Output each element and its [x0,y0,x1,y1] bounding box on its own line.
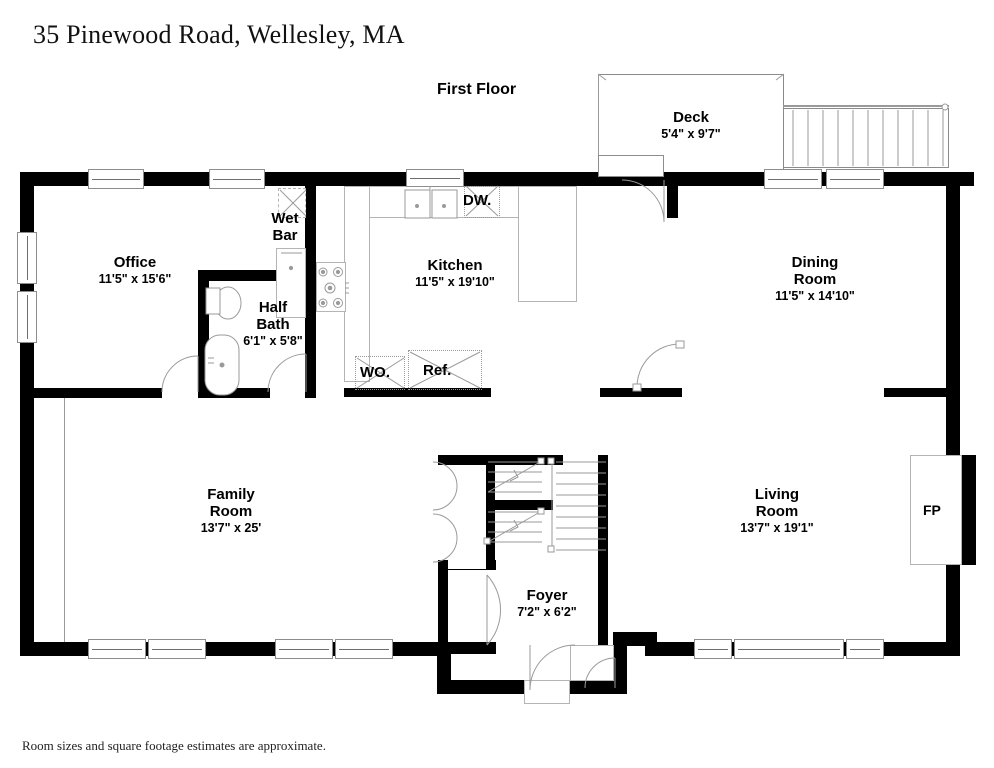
window-dining-north-2 [826,169,884,189]
wetbar-counter [276,248,306,318]
interior-wall-office-east [305,186,316,398]
room-label-foyer: Foyer 7'2" x 6'2" [487,587,607,619]
door-dining-exterior-leaf [598,155,664,177]
interior-wall-stair-north [438,455,563,465]
interior-wall-stair-east [598,455,608,567]
half-bath-name-line1: Half [258,299,288,316]
wet-bar-name-line2: Bar [272,226,298,244]
living-name-line1: Living [754,486,800,503]
interior-wall-closet-south [438,642,496,654]
interior-wall-wetbar-east [305,186,316,272]
room-label-dining: Dining Room 11'5" x 14'10" [727,254,903,303]
interior-wall-dining-south-right [884,388,960,397]
exterior-wall-right-lower [946,558,960,656]
dining-dimensions: 11'5" x 14'10" [775,288,855,303]
foyer-entry-niche [524,680,570,704]
floor-label: First Floor [437,81,517,98]
exterior-wall-fireplace-bumpout-right [962,455,976,565]
office-dimensions: 11'5" x 15'6" [98,271,172,286]
deck-edge-left [598,74,599,180]
window-office-west-2 [17,291,37,343]
window-living-south-1 [694,639,732,659]
interior-wall-halfbath-south [198,388,270,398]
deck-dimensions: 5'4" x 9'7" [661,126,721,141]
foyer-name: Foyer [526,587,568,604]
kitchen-name: Kitchen [427,257,483,274]
family-dimensions: 13'7" x 25' [200,520,262,535]
window-living-south-3 [846,639,884,659]
deck-rail-top [783,105,949,107]
half-bath-dimensions: 6'1" x 5'8" [243,333,303,348]
window-kitchen-north [406,169,464,187]
interior-wall-kitchen-dining [667,186,678,218]
deck-stair-outline [783,108,949,168]
fireplace-box [910,455,962,565]
dining-name-line1: Dining [791,254,839,271]
refrigerator-footprint [408,350,482,390]
family-name-line1: Family [207,486,255,503]
dining-name-line2: Room [793,270,837,288]
kitchen-dimensions: 11'5" x 19'10" [415,274,495,289]
deck-name: Deck [673,109,709,126]
interior-wall-stair-mid [495,500,553,510]
room-label-office: Office 11'5" x 15'6" [52,254,218,286]
interior-wall-halfbath-west [198,270,209,398]
exterior-wall-right-upper [946,172,960,462]
window-living-south-2 [734,639,844,659]
interior-wall-kitchen-south [344,388,491,397]
kitchen-counter-west [344,186,370,382]
foyer-side-closet [570,645,614,681]
window-office-north-2 [209,169,265,189]
page-title: 35 Pinewood Road, Wellesley, MA [33,20,405,49]
interior-wall-halfbath-north [198,270,308,281]
window-family-south-3 [275,639,333,659]
room-label-family: Family Room 13'7" x 25' [152,486,310,535]
living-dimensions: 13'7" x 19'1" [740,520,814,535]
interior-wall-foyer-east [598,560,608,652]
wet-bar-name-line1: Wet [271,210,299,227]
tag-dishwasher: DW. [463,192,492,209]
wall-oven-footprint [355,356,405,390]
tag-wall-oven: WO. [360,364,390,381]
room-label-wet-bar: Wet Bar [249,210,321,245]
tag-fireplace: FP [923,502,941,518]
window-office-north-1 [88,169,144,189]
living-name-line2: Room [755,502,799,520]
exterior-wall-foyer-right [613,632,627,694]
room-label-living: Living Room 13'7" x 19'1" [698,486,856,535]
exterior-wall-top-left [20,172,618,186]
foyer-dimensions: 7'2" x 6'2" [517,604,577,619]
window-family-south-2 [148,639,206,659]
office-name: Office [113,254,157,271]
room-label-half-bath: Half Bath 6'1" x 5'8" [218,299,328,348]
interior-wall-dining-south-left [600,388,682,397]
foyer-closet-left [448,465,486,569]
window-family-south-4 [335,639,393,659]
interior-wall-foyer-west [438,560,448,652]
window-family-south-1 [88,639,146,659]
half-bath-name-line2: Bath [256,315,290,333]
room-label-kitchen: Kitchen 11'5" x 19'10" [375,257,535,289]
window-dining-north-1 [764,169,822,189]
disclaimer-text: Room sizes and square footage estimates … [22,738,326,753]
interior-wall-office-south [20,388,162,398]
window-office-west-1 [17,232,37,284]
family-name-line2: Room [209,502,253,520]
room-label-deck: Deck 5'4" x 9'7" [606,109,776,141]
family-room-soffit-line [64,398,65,642]
tag-refrigerator: Ref. [423,362,452,379]
kitchen-peninsula [518,186,577,302]
